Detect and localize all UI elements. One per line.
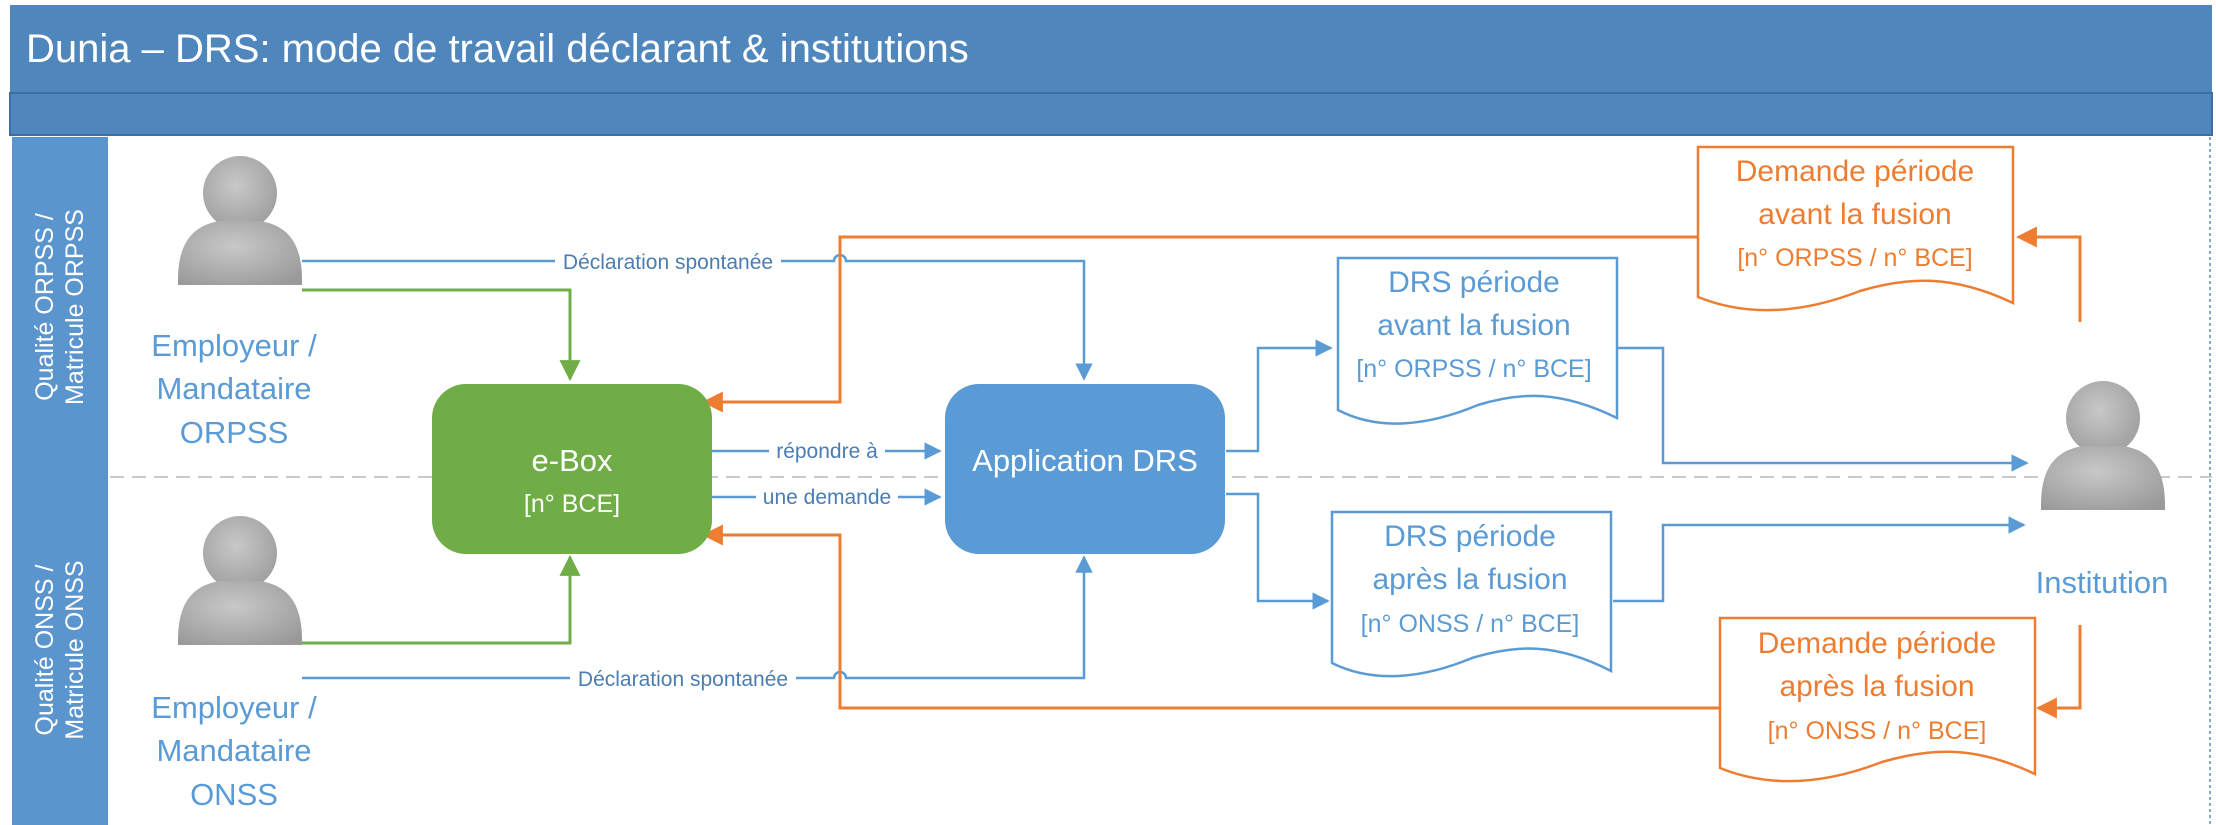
- page-title: Dunia – DRS: mode de travail déclarant &…: [26, 27, 969, 71]
- edge-employer-orpss-to-ebox: [302, 288, 581, 382]
- doc-drs-after-sub: [n° ONSS / n° BCE]: [1361, 610, 1580, 638]
- actor-employer-orpss-2: Mandataire: [156, 371, 311, 406]
- edge-label-bg: [756, 484, 898, 510]
- edge-drs-after-to-institution: [1613, 516, 2026, 603]
- doc-request-after-sub: [n° ONSS / n° BCE]: [1768, 717, 1987, 745]
- actor-employer-onss-3: ONSS: [190, 777, 278, 812]
- doc-request-before-sub: [n° ORPSS / n° BCE]: [1737, 244, 1972, 272]
- lane-label-orpss: Qualité ORPSS / Matricule ORPSS: [31, 209, 89, 405]
- doc-drs-after: [1330, 510, 1613, 678]
- person-icon: [178, 516, 302, 645]
- doc-request-before: [1696, 145, 2015, 312]
- person-icon: [2041, 381, 2165, 510]
- lane-label-onss-1: Qualité ONSS /: [31, 565, 59, 736]
- edge-label-spont-bottom: Déclaration spontanée: [578, 668, 788, 691]
- edge-institution-to-request-before: [2015, 226, 2082, 322]
- edge-label-bg: [555, 248, 781, 276]
- ebox-title: e-Box: [532, 443, 613, 478]
- edge-label-bg: [769, 438, 885, 464]
- edge-label-request: une demande: [763, 486, 891, 509]
- actor-employer-onss-1: Employeur /: [151, 690, 317, 725]
- doc-request-before-line2: avant la fusion: [1758, 198, 1951, 231]
- application-drs-node: [945, 384, 1225, 554]
- doc-request-after-line2: après la fusion: [1779, 670, 1974, 703]
- edge-institution-to-request-after: [2035, 625, 2082, 719]
- edge-label-bg: [570, 665, 796, 693]
- doc-drs-after-line2: après la fusion: [1372, 563, 1567, 596]
- person-icon: [178, 156, 302, 285]
- doc-drs-before-sub: [n° ORPSS / n° BCE]: [1356, 355, 1591, 383]
- edge-employer-onss-to-ebox: [302, 554, 581, 645]
- doc-request-after-line1: Demande période: [1758, 627, 1997, 660]
- lane-orpss: [12, 137, 108, 477]
- subheader-bar: [9, 92, 2213, 136]
- doc-request-after: [1718, 616, 2037, 783]
- lane-label-onss-2: Matricule ONSS: [61, 560, 89, 739]
- doc-drs-before: [1336, 256, 1619, 425]
- edge-drs-before-to-institution: [1618, 346, 2029, 472]
- edge-app-to-drs-after: [1226, 492, 1330, 610]
- edge-label-spont-top: Déclaration spontanée: [563, 251, 773, 274]
- ebox-sub: [n° BCE]: [524, 490, 620, 518]
- doc-drs-before-line2: avant la fusion: [1377, 309, 1570, 342]
- doc-drs-after-line1: DRS période: [1384, 520, 1556, 553]
- edge-request-before-to-ebox: [701, 235, 1698, 413]
- ebox-node: [432, 384, 712, 554]
- lane-label-orpss-2: Matricule ORPSS: [61, 209, 89, 405]
- edge-spontaneous-bottom: [302, 555, 1093, 680]
- doc-request-before-line1: Demande période: [1736, 155, 1975, 188]
- actor-employer-onss-2: Mandataire: [156, 733, 311, 768]
- doc-drs-before-line1: DRS période: [1388, 266, 1560, 299]
- actor-employer-orpss-3: ORPSS: [180, 415, 289, 450]
- application-drs-title: Application DRS: [972, 443, 1198, 478]
- edge-request-after-to-ebox: [701, 524, 1720, 710]
- lane-label-orpss-1: Qualité ORPSS /: [31, 213, 59, 401]
- actor-employer-orpss-1: Employeur /: [151, 328, 317, 363]
- lane-onss: [12, 477, 108, 825]
- actor-institution: Institution: [2036, 565, 2169, 600]
- edge-app-to-drs-before: [1226, 339, 1333, 453]
- lane-label-onss: Qualité ONSS / Matricule ONSS: [31, 560, 89, 739]
- edge-label-respond: répondre à: [776, 440, 878, 463]
- title-bar: [10, 5, 2212, 93]
